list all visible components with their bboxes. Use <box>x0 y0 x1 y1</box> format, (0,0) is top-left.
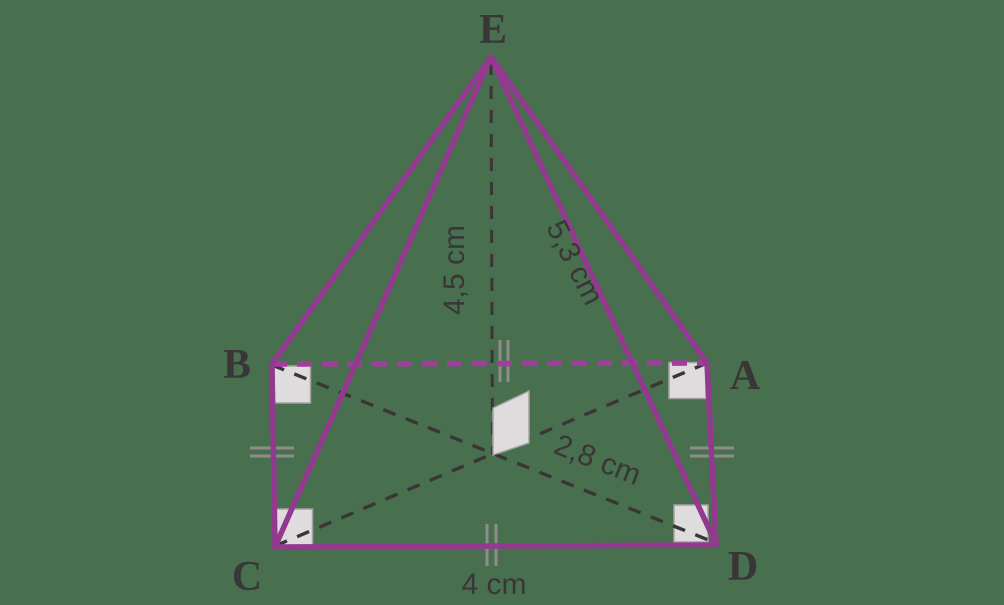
edge-ba-hidden <box>271 360 708 367</box>
edge-ec <box>272 54 494 550</box>
measurement-height: 4,5 cm <box>438 225 471 315</box>
measurement-lateral-edge: 5,3 cm <box>539 215 609 310</box>
edge-ed <box>488 54 719 547</box>
base-diagonal-ca <box>274 361 708 548</box>
edge-bc <box>269 361 278 550</box>
edge-ea <box>488 54 710 366</box>
right-angle-marker-b <box>271 365 312 404</box>
vertex-label-c: C <box>232 554 262 600</box>
vertex-label-b: B <box>223 342 251 388</box>
vertex-label-a: A <box>730 353 761 399</box>
edge-cd <box>272 542 719 550</box>
vertex-label-d: D <box>728 544 758 590</box>
vertex-label-e: E <box>479 7 507 53</box>
measurement-base-edge: 4 cm <box>461 568 526 601</box>
edge-eb <box>269 54 494 367</box>
edge-ad <box>704 360 719 547</box>
right-angle-marker-a <box>668 361 707 400</box>
height-line <box>489 61 494 456</box>
base-diagonal-bd <box>271 363 717 545</box>
right-angle-marker-height-base <box>492 389 530 457</box>
